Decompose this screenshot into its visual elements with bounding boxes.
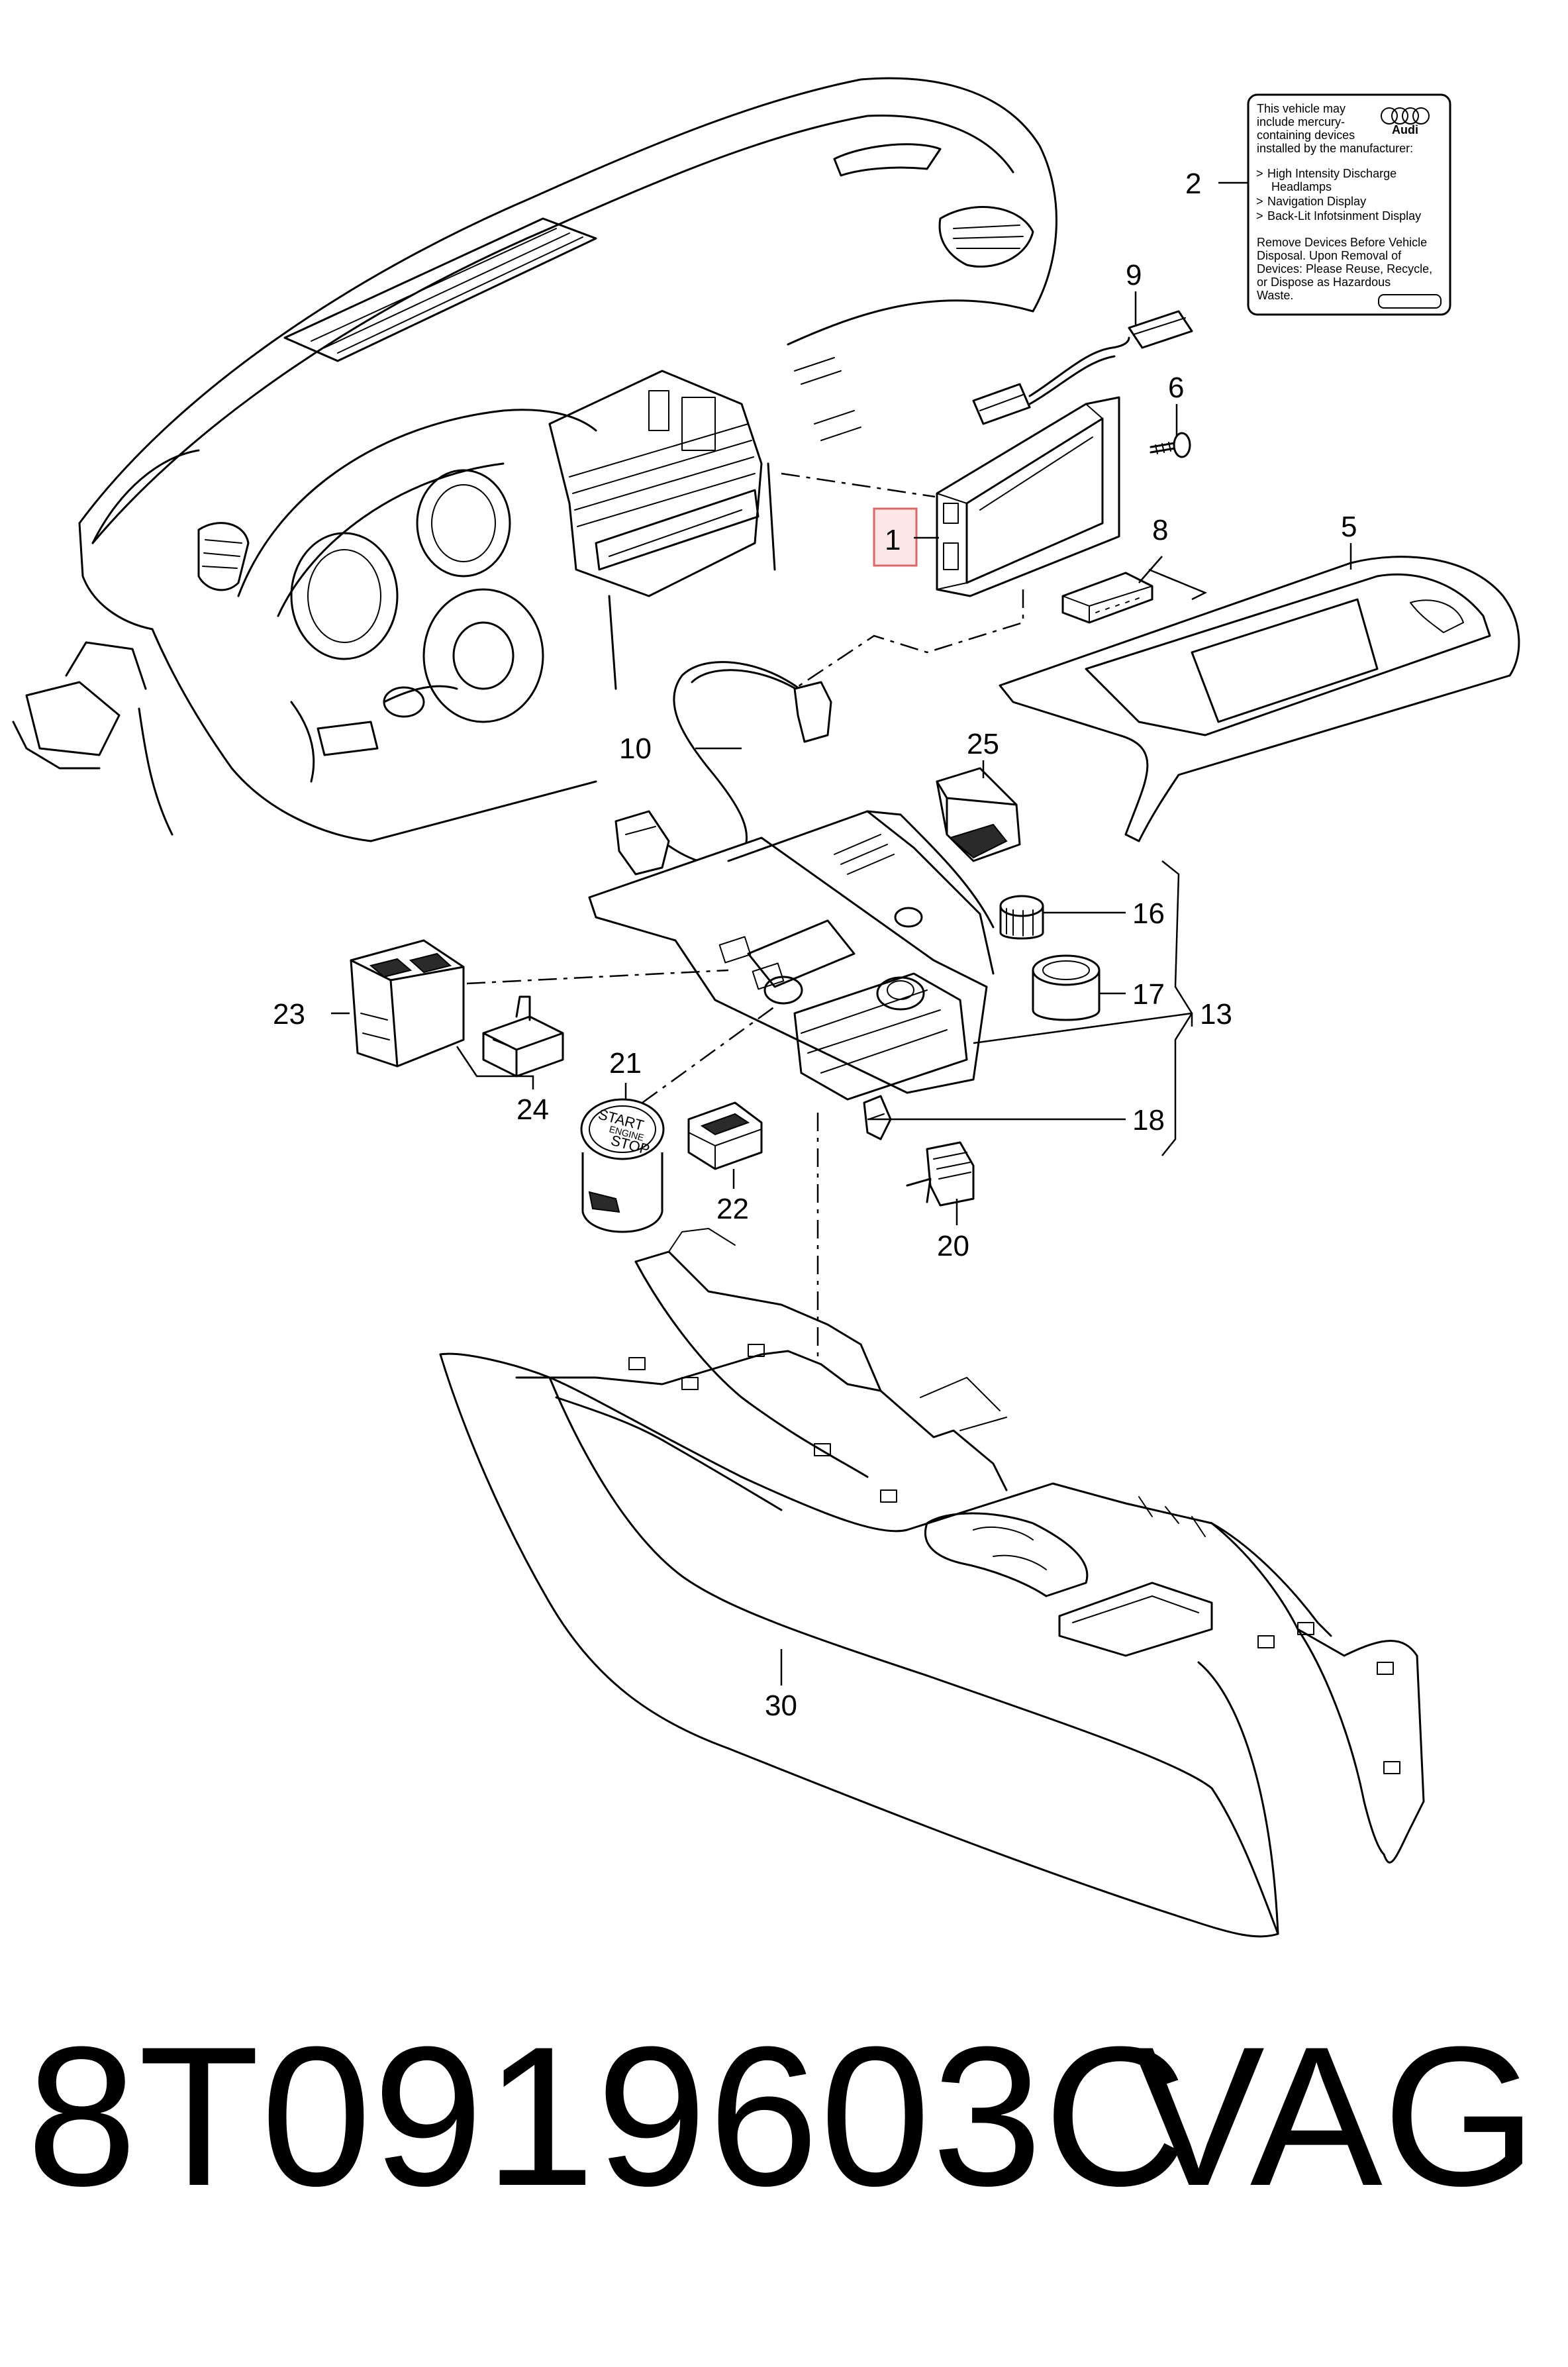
dash-line-21-panel xyxy=(642,1005,775,1104)
part-number-label: 8T0919603C xyxy=(26,2005,1189,2227)
sticker-item-2: Navigation Display xyxy=(1267,195,1366,208)
callout-25: 25 xyxy=(967,728,999,760)
callout-5: 5 xyxy=(1341,511,1357,543)
sticker-brand: Audi xyxy=(1392,123,1418,136)
callout-17: 17 xyxy=(1132,978,1165,1011)
knob-part-16 xyxy=(999,895,1044,940)
callout-30: 30 xyxy=(765,1689,797,1722)
callout-2: 2 xyxy=(1185,168,1201,200)
dash-line-1-cable xyxy=(794,589,1024,690)
callout-8: 8 xyxy=(1152,514,1168,546)
leader-lines xyxy=(331,181,1352,1686)
callout-1: 1 xyxy=(885,524,901,556)
manufacturer-label: VAG xyxy=(1132,2005,1538,2227)
display-unit-part-1 xyxy=(873,396,1120,597)
sticker-footer-3: Devices: Please Reuse, Recycle, xyxy=(1257,262,1432,276)
cover-part-25 xyxy=(936,767,1021,862)
console-control-panel-part-13 xyxy=(588,810,995,1101)
dash-line-23-panel xyxy=(466,969,729,985)
sticker-intro-1: This vehicle may xyxy=(1257,102,1346,115)
callout-1-highlight xyxy=(873,507,918,567)
sticker-barcode-slot xyxy=(1378,294,1442,309)
sticker-bullet-2: > xyxy=(1256,195,1263,208)
knob-part-17 xyxy=(1032,954,1101,1021)
connector-part-20 xyxy=(906,1141,975,1207)
callout-21: 21 xyxy=(609,1047,642,1080)
connector-part-9 xyxy=(972,310,1193,425)
sticker-footer-5: Waste. xyxy=(1257,289,1293,302)
dashboard-drawing xyxy=(12,77,1057,842)
callout-18: 18 xyxy=(1132,1104,1165,1136)
sticker-intro-4: installed by the manufacturer: xyxy=(1257,142,1413,155)
connector-part-24 xyxy=(482,995,564,1078)
sticker-bullet-3: > xyxy=(1256,209,1263,223)
switch-module-part-23 xyxy=(350,939,465,1068)
cable-part-10 xyxy=(614,661,832,876)
callout-9: 9 xyxy=(1126,259,1142,291)
assembly-lines xyxy=(466,472,1024,1358)
mercury-warning-sticker: Audi This vehicle may include mercury- c… xyxy=(1247,93,1451,316)
callout-numbers: 1 2 5 6 8 9 10 13 16 17 18 20 21 22 23 2… xyxy=(273,168,1357,1722)
callout-10: 10 xyxy=(619,732,652,765)
callout-23: 23 xyxy=(273,998,305,1031)
sticker-footer-4: or Dispose as Hazardous xyxy=(1257,276,1391,289)
callout-6: 6 xyxy=(1168,372,1184,404)
callout-20: 20 xyxy=(937,1230,969,1262)
sticker-item-1b: Headlamps xyxy=(1271,180,1332,193)
callout-22: 22 xyxy=(716,1193,749,1225)
module-part-8 xyxy=(1061,572,1153,624)
sticker-item-3: Back-Lit Infotsinment Display xyxy=(1267,209,1421,223)
sticker-bullet-1: > xyxy=(1256,167,1263,180)
sticker-item-1: High Intensity Discharge xyxy=(1267,167,1396,180)
start-stop-button-part-21: START ENGINE STOP xyxy=(580,1098,665,1233)
sticker-footer-1: Remove Devices Before Vehicle xyxy=(1257,236,1427,249)
callout-24: 24 xyxy=(516,1093,549,1126)
sticker-footer-2: Disposal. Upon Removal of xyxy=(1257,249,1402,262)
sticker-intro-3: containing devices xyxy=(1257,128,1355,142)
audi-rings-logo: Audi xyxy=(1381,107,1430,136)
screw-part-6 xyxy=(1150,432,1191,458)
callout-16: 16 xyxy=(1132,897,1165,930)
sticker-intro-2: include mercury- xyxy=(1257,115,1345,128)
clip-part-18 xyxy=(863,1095,892,1140)
center-console-part-30 xyxy=(439,1228,1425,1938)
connector-part-22 xyxy=(687,1101,763,1170)
callout-13: 13 xyxy=(1200,998,1232,1031)
trim-bezel-part-5 xyxy=(999,556,1520,842)
dash-line-1-dashboard xyxy=(781,472,936,498)
